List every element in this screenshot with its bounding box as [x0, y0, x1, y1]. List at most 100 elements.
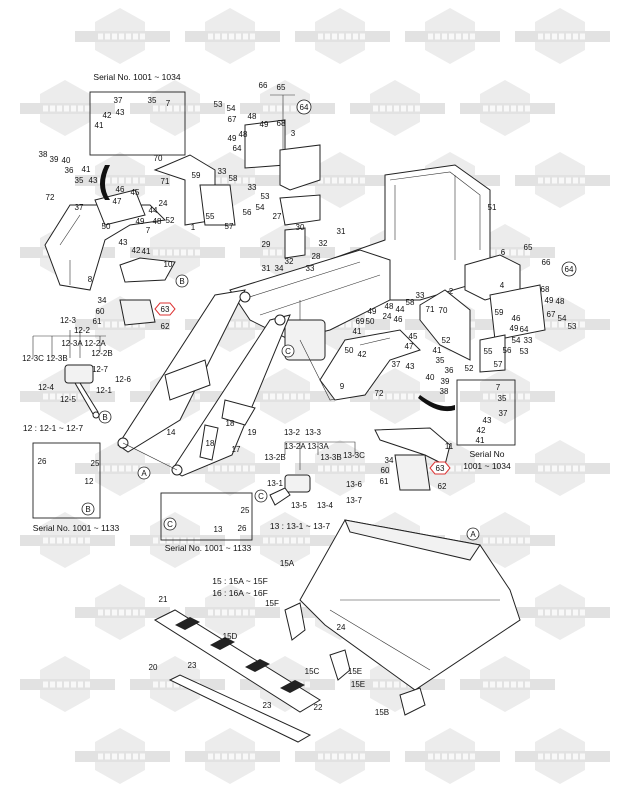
part-callout-56: 56	[503, 346, 512, 355]
part-callout-13-3: 13-3	[305, 428, 322, 437]
part-callout-33: 33	[248, 183, 257, 192]
part-callout-25: 25	[91, 459, 100, 468]
part-callout-15A: 15A	[280, 559, 295, 568]
part-callout-36: 36	[445, 366, 454, 375]
part-callout-13-7: 13-7	[346, 496, 363, 505]
part-callout-46: 46	[394, 315, 403, 324]
part-callout-54: 54	[558, 314, 567, 323]
part-callout-41: 41	[353, 327, 362, 336]
watermark-logo	[295, 728, 390, 784]
part-callout-15D: 15D	[223, 632, 238, 641]
watermark-logo	[405, 728, 500, 784]
watermark-logo	[515, 8, 610, 64]
part-callout-60: 60	[381, 466, 390, 475]
part-callout-55: 55	[206, 212, 215, 221]
part-callout-12: 12	[85, 477, 94, 486]
part-callout-12-3C: 12-3C	[22, 354, 44, 363]
part-callout-45: 45	[409, 332, 418, 341]
part-callout-41: 41	[95, 121, 104, 130]
part-callout-7: 7	[496, 383, 501, 392]
reference-circle-icon	[561, 261, 577, 277]
part-callout-54: 54	[227, 104, 236, 113]
part-callout-1: 1	[191, 223, 196, 232]
part-callout-31: 31	[337, 227, 346, 236]
highlighted-part-link-63[interactable]: 63	[161, 305, 170, 314]
part-callout-49: 49	[228, 134, 237, 143]
part-callout-25: 25	[241, 506, 250, 515]
part-callout-72: 72	[46, 193, 55, 202]
part-callout-50: 50	[345, 346, 354, 355]
part-callout-65: 65	[524, 243, 533, 252]
part-callout-54: 54	[256, 203, 265, 212]
part-callout-48: 48	[239, 130, 248, 139]
part-callout-19: 19	[248, 428, 257, 437]
part-callout-39: 39	[441, 377, 450, 386]
part-callout-18: 18	[206, 439, 215, 448]
part-callout-33: 33	[218, 167, 227, 176]
part-callout-39: 39	[50, 155, 59, 164]
part-callout-13-2B: 13-2B	[264, 453, 285, 462]
part-callout-46: 46	[512, 314, 521, 323]
rear-frame	[229, 164, 491, 401]
part-callout-13-1: 13-1	[267, 479, 284, 488]
caption-serial-top-left: Serial No. 1001 ~ 1034	[93, 72, 180, 82]
part-callout-13-6: 13-6	[346, 480, 363, 489]
watermark-logo	[240, 368, 335, 424]
caption-serial-center-light: Serial No. 1001 ~ 1133	[165, 543, 252, 553]
watermark-logo	[185, 584, 280, 640]
part-callout-47: 47	[113, 197, 122, 206]
highlighted-part-hexagon-icon[interactable]	[154, 302, 176, 316]
watermark-logo	[185, 8, 280, 64]
reference-circle-icon	[81, 502, 95, 516]
inset-serial-1001-1133-left	[32, 442, 101, 519]
watermark-logo	[460, 656, 555, 712]
part-callout-37: 37	[499, 409, 508, 418]
part-callout-58: 58	[229, 174, 238, 183]
part-callout-43: 43	[119, 238, 128, 247]
part-callout-61: 61	[380, 477, 389, 486]
right-bracket-assembly	[319, 254, 546, 401]
part-callout-37: 37	[75, 203, 84, 212]
watermark-logo	[20, 656, 115, 712]
reference-label-B: B	[102, 413, 107, 422]
part-callout-50: 50	[102, 222, 111, 231]
reference-label-B: B	[85, 505, 90, 514]
part-callout-12-4: 12-4	[38, 383, 55, 392]
part-callout-34: 34	[98, 296, 107, 305]
right-lamp-assembly	[269, 441, 356, 506]
part-callout-62: 62	[161, 322, 170, 331]
part-callout-12-3B: 12-3B	[46, 354, 67, 363]
part-callout-20: 20	[149, 663, 158, 672]
part-callout-12-3: 12-3	[60, 316, 77, 325]
boom-arms	[117, 289, 291, 477]
part-callout-15C: 15C	[305, 667, 320, 676]
part-callout-29: 29	[262, 240, 271, 249]
part-callout-43: 43	[89, 176, 98, 185]
watermark-logo	[350, 368, 445, 424]
part-callout-12-2A: 12-2A	[84, 339, 106, 348]
part-callout-24: 24	[337, 623, 346, 632]
highlighted-part-hexagon-icon[interactable]	[429, 461, 451, 475]
caption-group-13: 13 : 13-1 ~ 13-7	[270, 521, 331, 531]
watermark-logo	[20, 80, 115, 136]
part-callout-10: 10	[164, 260, 173, 269]
reference-circle-icon	[281, 344, 295, 358]
part-callout-57: 57	[225, 222, 234, 231]
highlighted-part-link-63[interactable]: 63	[436, 464, 445, 473]
part-callout-44: 44	[149, 206, 158, 215]
part-callout-60: 60	[96, 307, 105, 316]
part-callout-42: 42	[477, 426, 486, 435]
part-callout-15F: 15F	[265, 599, 279, 608]
part-callout-38: 38	[440, 387, 449, 396]
part-callout-42: 42	[132, 246, 141, 255]
caption-serial-right-2: 1001 ~ 1034	[463, 461, 511, 471]
reference-label-C: C	[285, 347, 291, 356]
part-callout-57: 57	[494, 360, 503, 369]
part-callout-15E: 15E	[348, 667, 362, 676]
part-callout-35: 35	[498, 394, 507, 403]
part-callout-33: 33	[524, 336, 533, 345]
part-callout-13-3C: 13-3C	[343, 451, 365, 460]
part-callout-71: 71	[426, 305, 435, 314]
inset-arrow	[100, 165, 110, 200]
part-callout-9: 9	[340, 382, 345, 391]
